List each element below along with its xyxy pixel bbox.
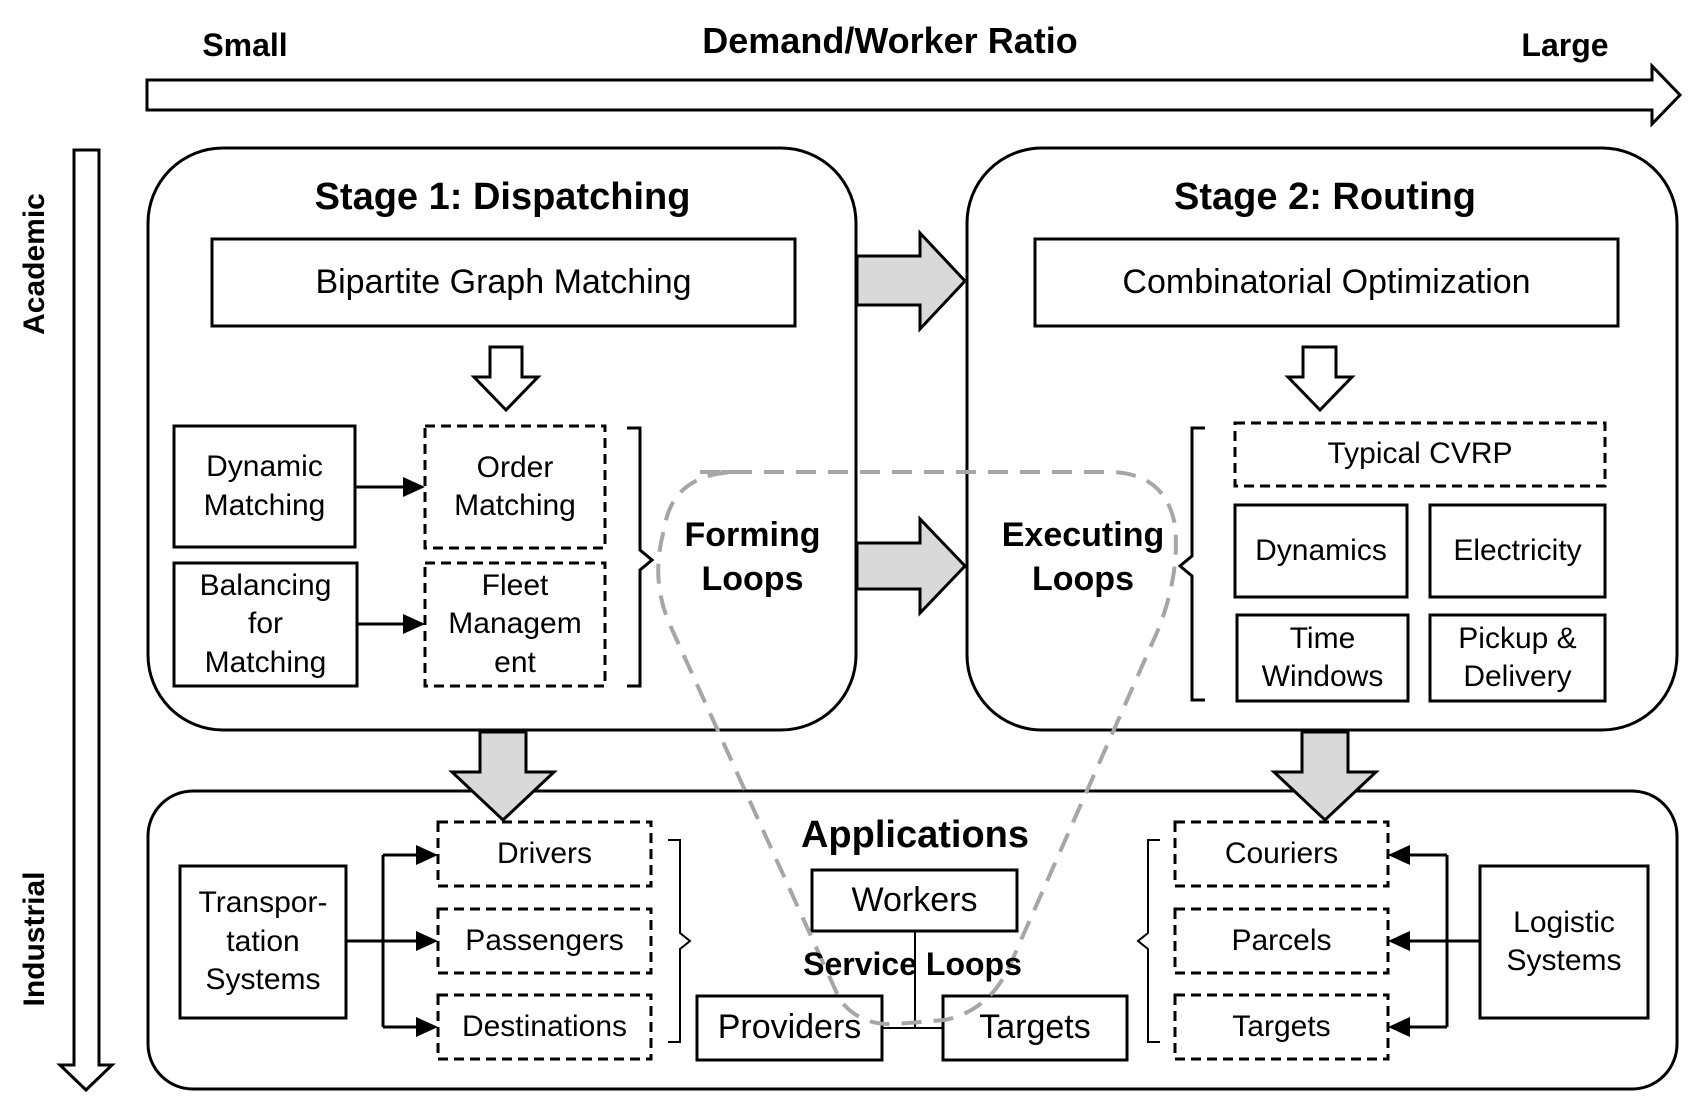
executing-loops-label: Executing Loops (1001, 516, 1165, 598)
workers-label: Workers (851, 880, 978, 919)
academic-industrial-arrow (56, 148, 116, 1093)
destinations-box (436, 993, 653, 1061)
workers-box (810, 868, 1019, 933)
order-matching-box (423, 424, 607, 550)
typical-cvrp-box (1233, 421, 1607, 488)
parcels-label: Parcels (1231, 923, 1332, 957)
time-windows-box (1235, 613, 1410, 703)
service-loop-outline (656, 470, 1178, 1027)
fleet-box (423, 561, 607, 688)
electricity-box (1428, 503, 1607, 599)
dynamics-label: Dynamics (1255, 533, 1387, 567)
bipartite-label: Bipartite Graph Matching (315, 262, 692, 301)
axis-industrial-label: Industrial (18, 871, 51, 1007)
time-windows-label: Time Windows (1261, 621, 1384, 693)
stage1-down-arrow (470, 345, 542, 413)
typical-cvrp-label: Typical CVRP (1327, 437, 1513, 471)
pickup-delivery-box (1428, 613, 1607, 703)
order-matching-label: Order Matching (454, 450, 576, 522)
dynamic-matching-box (172, 424, 357, 549)
couriers-label: Couriers (1224, 836, 1339, 870)
providers-label: Providers (717, 1008, 862, 1047)
couriers-box (1173, 820, 1390, 888)
bipartite-box (210, 237, 797, 328)
dynamics-box (1233, 503, 1409, 599)
passengers-label: Passengers (465, 923, 624, 957)
axis-small-label: Small (202, 26, 288, 63)
stage2-down-arrow (1284, 345, 1356, 413)
dynamic-matching-label: Dynamic Matching (203, 450, 326, 522)
combinatorial-box (1033, 237, 1620, 328)
stage1-title: Stage 1: Dispatching (314, 175, 691, 218)
logistic-box (1478, 864, 1650, 1020)
stage2-bracket (1177, 426, 1205, 702)
pickup-delivery-label: Pickup & Delivery (1458, 621, 1577, 693)
electricity-label: Electricity (1453, 533, 1582, 567)
axis-large-label: Large (1521, 26, 1609, 63)
targets-center-label: Targets (979, 1008, 1091, 1047)
balancing-label: Balancing for Matching (199, 568, 332, 679)
passengers-box (436, 907, 653, 975)
axis-academic-label: Academic (18, 193, 51, 335)
apps-right-bracket (1136, 839, 1160, 1043)
apps-left-bracket (668, 839, 692, 1043)
ratio-arrow (145, 62, 1683, 128)
forming-loops-label: Forming Loops (684, 516, 821, 598)
drivers-box (436, 820, 653, 888)
balancing-box (172, 561, 359, 688)
axis-title: Demand/Worker Ratio (702, 19, 1078, 61)
stage2-to-apps-arrow (1270, 730, 1380, 823)
combinatorial-label: Combinatorial Optimization (1122, 262, 1531, 301)
stage2-title: Stage 2: Routing (1174, 175, 1476, 218)
service-loops-label: Service Loops (803, 945, 1022, 982)
stage-transition-arrow-mid (855, 515, 968, 617)
logistic-label: Logistic Systems (1506, 905, 1622, 977)
parcels-box (1173, 907, 1390, 975)
transportation-label: Transpor- tation Systems (198, 886, 328, 997)
stage-transition-arrow-top (855, 229, 968, 333)
destinations-label: Destinations (461, 1009, 628, 1043)
transportation-box (178, 864, 348, 1020)
targets-right-label: Targets (1232, 1009, 1331, 1043)
stage1-bracket (627, 426, 655, 688)
applications-title: Applications (800, 813, 1030, 856)
fleet-label: Fleet Managem ent (448, 568, 582, 679)
stage1-to-apps-arrow (448, 730, 558, 823)
drivers-label: Drivers (497, 836, 592, 870)
